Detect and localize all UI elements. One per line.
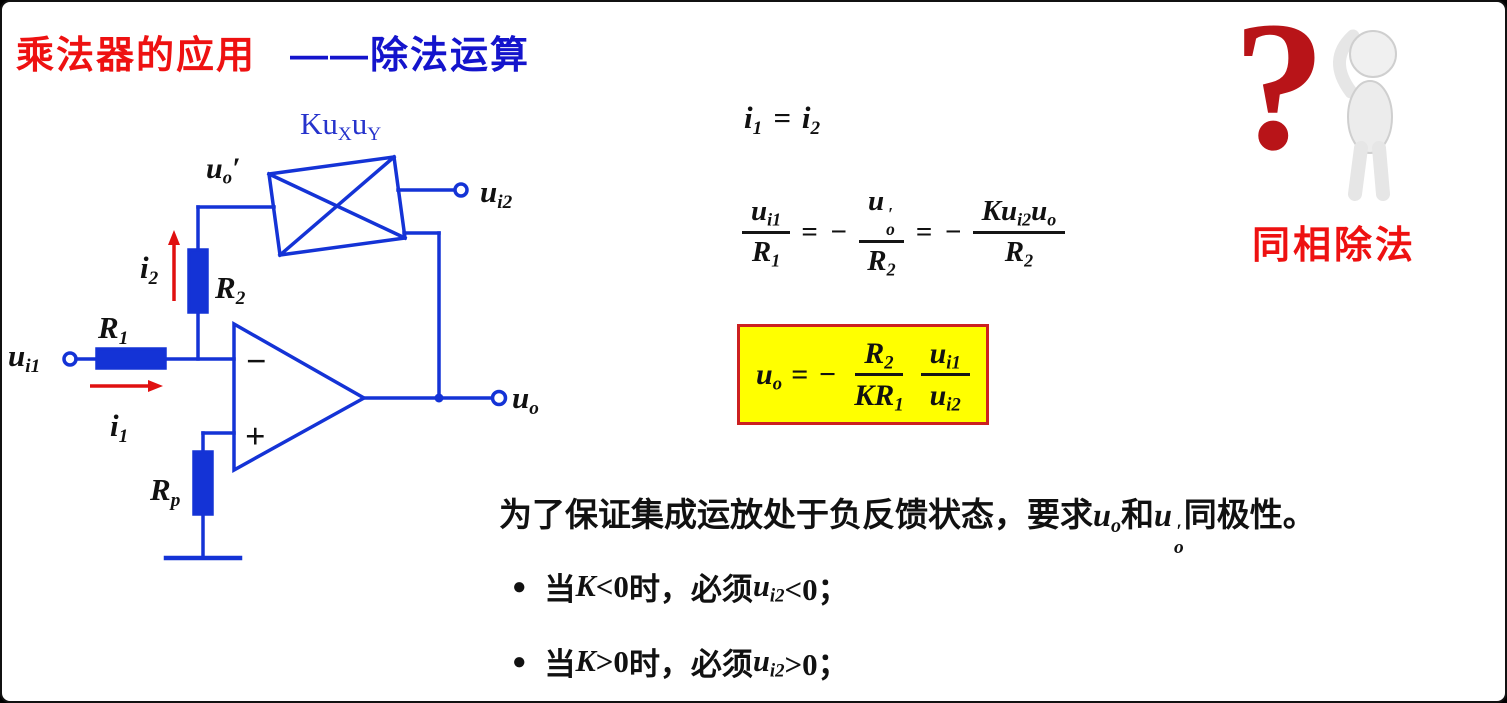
eq1-lhs: i1 [744,100,763,139]
label-uo-prime: uo′ [206,152,241,189]
note-uo-prime: u′o [1154,497,1184,559]
eq2-minus-1: − [829,215,848,248]
label-ui1: ui1 [8,338,41,377]
resistor-r2 [187,248,209,314]
prime-over-sub: ′o [886,203,895,239]
person-leg [1372,141,1390,201]
terminal-uo [490,389,508,407]
question-mark-figure: ? [1233,2,1397,201]
junction-dot [434,393,444,403]
label-r1: R1 [98,310,129,349]
label-rp: Rp [150,472,181,511]
title-dash: —— [290,35,371,77]
var-k: K [575,569,596,603]
boxed-minus: − [818,357,837,391]
resistor-rp [192,450,214,516]
page-title: 乘法器的应用 ——除法运算 [16,24,530,79]
fraction-uoprime-r2: u′o R2 [858,185,904,279]
multiplier-diagonal [277,154,397,258]
note-uo: uo [1093,497,1122,537]
var-ui2: ui2 [752,644,785,682]
fraction-ui1-ui2: ui1 ui2 [920,337,970,414]
note-mid: 和 [1121,496,1155,533]
terminal-ui2 [453,182,469,198]
fraction-kui2uo-r2: Kui2uo R2 [972,195,1066,269]
label-uo: uo [512,380,539,419]
eq2-equals-2: = [915,215,933,248]
question-mark-icon: ? [1233,2,1326,189]
bullet-marker: ● [512,572,527,600]
side-label-tongxiangchufa: 同相除法 [1252,225,1417,267]
fraction-r2-kr1: R2 KR1 [854,337,904,416]
title-sub: 除法运算 [370,35,531,77]
current-arrowhead-i2 [168,230,180,245]
person-head [1349,30,1397,78]
label-r2: R2 [215,270,246,309]
eq1-equals: = [773,100,791,135]
result-formula-box: uo = − R2 KR1 ui1 ui2 [737,324,989,425]
eq2-minus-2: − [944,215,962,248]
label-multiplier-kuxuy: KuXuY [300,106,382,145]
equation-ratio-chain: ui1 R1 = − u′o R2 = − Kui2uo R2 [742,185,1066,279]
opamp-plus-sign: + [245,416,266,456]
note-post: 同极性。 [1183,496,1316,533]
note-pre: 为了保证集成运放处于负反馈状态，要求 [499,496,1093,533]
label-ui2: ui2 [480,174,513,213]
thinking-person-icon [1333,29,1397,201]
title-main: 乘法器的应用 [16,35,257,77]
terminal-ui1 [62,351,78,367]
op-amp-triangle [232,320,368,473]
bullet-marker: ● [512,647,527,675]
label-i2: i2 [140,250,159,289]
boxed-lhs: uo [756,357,782,395]
fraction-ui1-r1: ui1 R1 [742,195,791,269]
person-torso [1347,80,1393,154]
var-k: K [575,644,596,678]
current-arrowhead-i1 [148,380,163,392]
eq1-rhs: i2 [801,100,821,139]
equation-currents-equal: i1 = i2 [744,100,821,139]
var-ui2: ui2 [752,569,785,607]
resistor-r1 [95,347,167,370]
label-i1: i1 [110,408,129,447]
boxed-equals: = [790,357,809,391]
opamp-minus-sign: − [246,341,267,381]
eq2-equals-1: = [801,215,818,248]
circuit-diagram: − + [62,154,508,561]
person-arm [1333,29,1360,99]
person-leg [1348,141,1368,201]
